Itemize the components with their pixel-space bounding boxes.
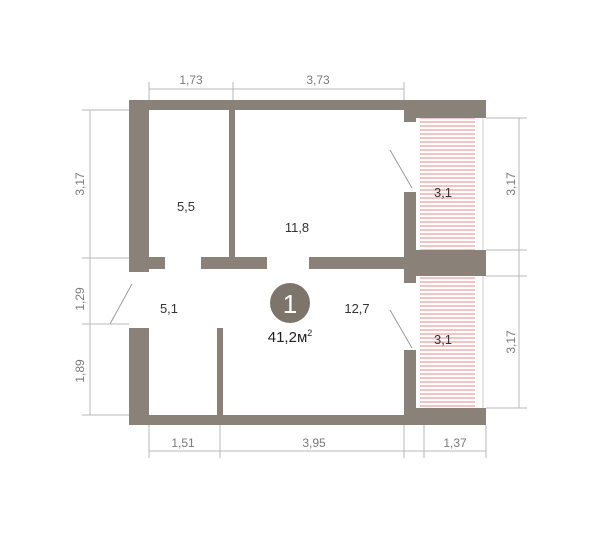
total-area-unit: м bbox=[297, 329, 307, 346]
dim-left-lower: 1,89 bbox=[73, 359, 87, 383]
dim-left-upper: 3,17 bbox=[73, 172, 87, 196]
total-area: 41,2м2 bbox=[268, 328, 313, 346]
dimension-lines bbox=[82, 82, 527, 458]
dim-top-right: 3,73 bbox=[306, 73, 330, 87]
balcony-bottom-area-label: 3,1 bbox=[434, 332, 452, 347]
room-bathroom-area: 5,5 bbox=[177, 199, 195, 214]
balcony-top-area-label: 3,1 bbox=[434, 185, 452, 200]
doors bbox=[109, 149, 413, 349]
dim-bottom-left: 1,51 bbox=[171, 436, 195, 450]
room-kitchen-area: 11,8 bbox=[285, 220, 309, 235]
dim-left-middle: 1,29 bbox=[73, 287, 87, 311]
rooms-count: 1 bbox=[283, 289, 297, 319]
rooms-count-badge bbox=[270, 283, 310, 323]
total-area-value: 41,2 bbox=[268, 329, 297, 346]
dim-bottom-middle: 3,95 bbox=[302, 436, 326, 450]
room-hall-area: 5,1 bbox=[160, 301, 178, 316]
dim-top-left: 1,73 bbox=[179, 73, 203, 87]
dim-bottom-right: 1,37 bbox=[443, 436, 467, 450]
dim-right-upper: 3,17 bbox=[504, 172, 518, 196]
walls bbox=[129, 100, 486, 425]
balcony-top-area bbox=[420, 118, 475, 250]
dim-right-lower: 3,17 bbox=[504, 330, 518, 354]
total-area-unit-power: 2 bbox=[307, 328, 312, 338]
room-bedroom-area: 12,7 bbox=[344, 301, 369, 316]
balcony-bottom-area bbox=[420, 276, 475, 408]
